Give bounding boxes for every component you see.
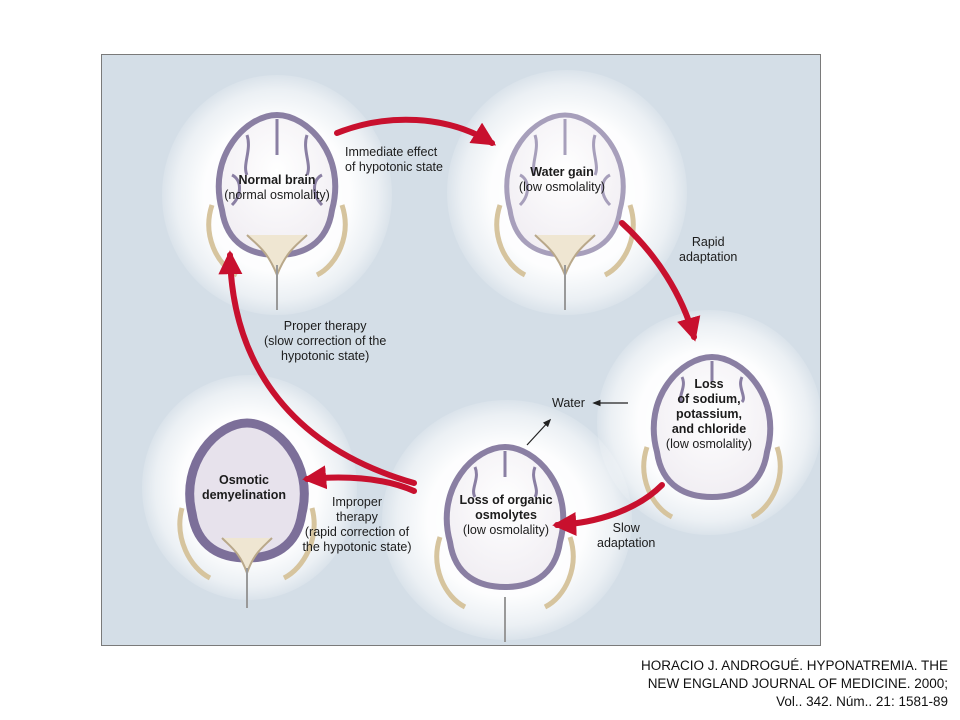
citation-line-2: NEW ENGLAND JOURNAL OF MEDICINE. 2000; <box>647 676 948 691</box>
arrow-slow <box>552 482 665 537</box>
label-normal-brain: Normal brain(normal osmolality) <box>224 173 330 202</box>
brain-osmotic-illustration <box>177 418 317 608</box>
label-water-gain: Water gain(low osmolality) <box>518 165 606 194</box>
brain-water-gain-illustration <box>494 112 636 310</box>
diagram-figure: Normal brain(normal osmolality) Water ga… <box>101 54 821 646</box>
arrow-rapid <box>619 220 701 342</box>
arrow-water-up <box>526 418 552 446</box>
diagram-drawing <box>177 111 783 642</box>
brain-loss-ions-illustration <box>641 353 783 520</box>
brain-loss-organic-illustration <box>434 443 576 642</box>
label-loss-ions: Loss of sodium, potassium, and chloride … <box>665 377 753 451</box>
citation-line-1: HORACIO J. ANDROGUÉ. HYPONATREMIA. THE <box>640 658 948 673</box>
arrow-improper <box>302 465 417 494</box>
citation: HORACIO J. ANDROGUÉ. HYPONATREMIA. THE N… <box>548 657 948 711</box>
label-osmotic: Osmotic demyelination <box>201 473 287 502</box>
citation-line-3: Vol.. 342. Núm.. 21: 1581-89 <box>776 694 948 709</box>
label-water: Water <box>552 396 585 410</box>
label-loss-organic: Loss of organic osmolytes (low osmolalit… <box>459 493 553 537</box>
arrow-proper <box>218 250 417 486</box>
arrow-immediate <box>334 116 497 146</box>
